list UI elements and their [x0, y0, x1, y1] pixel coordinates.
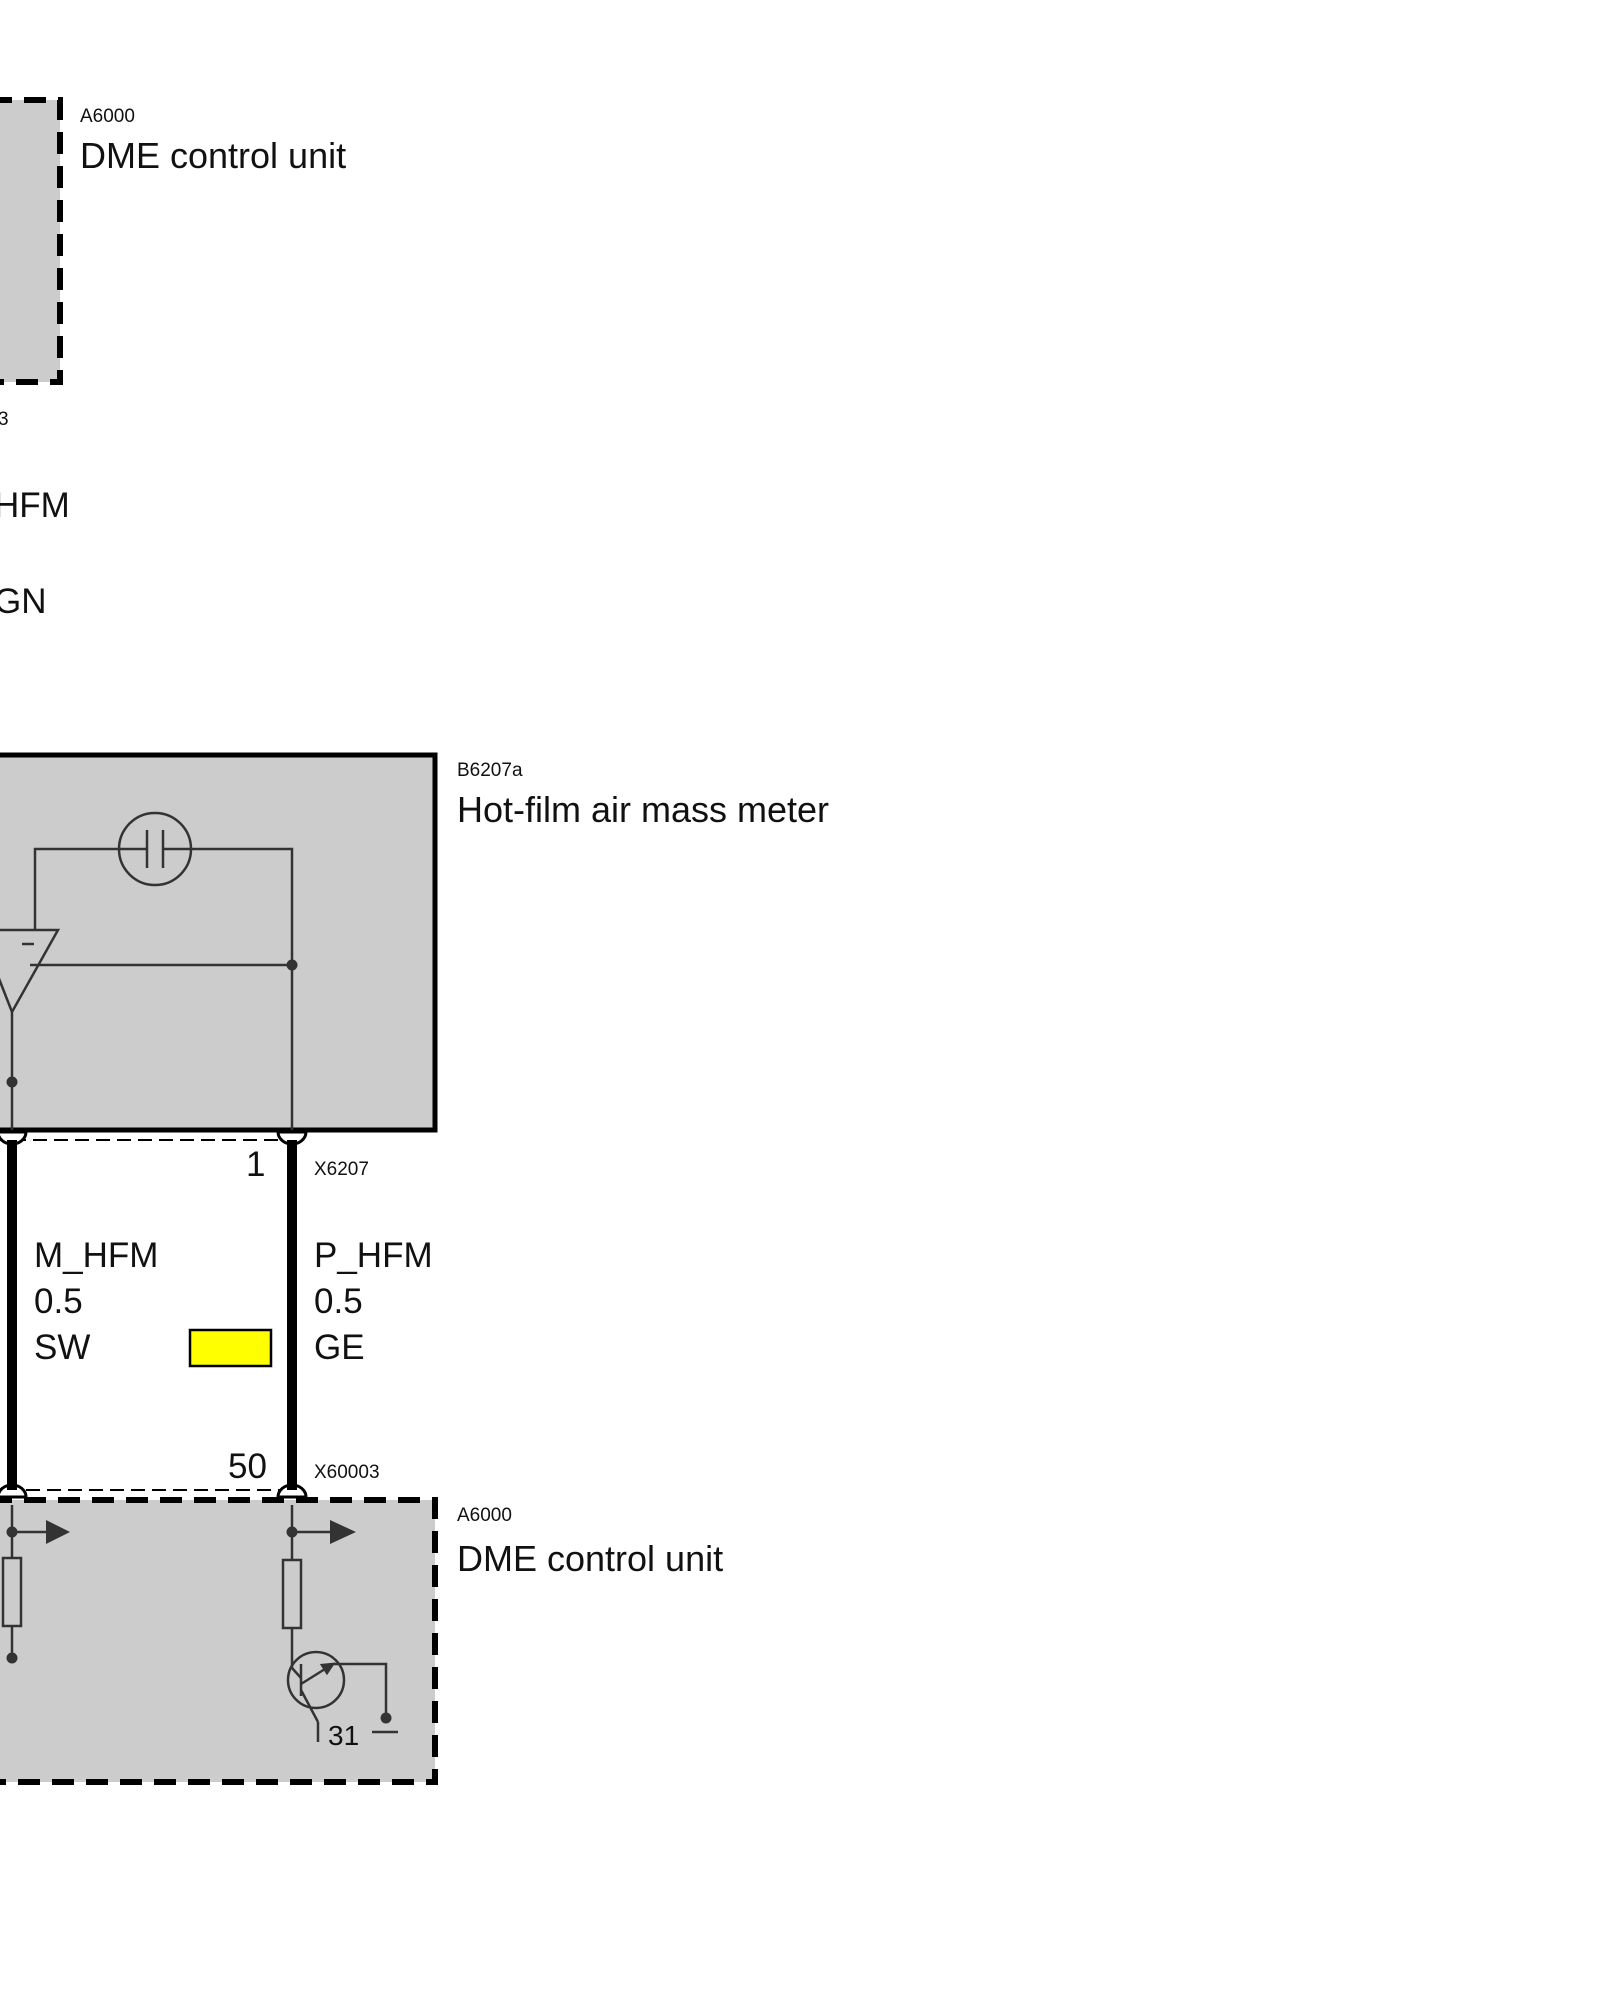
junction-dot	[6, 1652, 18, 1664]
resistor-icon	[281, 1558, 303, 1630]
wire-m-hfm-signal: M_HFM	[34, 1236, 158, 1275]
left-partial-signal: HFM	[0, 486, 70, 525]
junction-dot	[286, 1526, 298, 1538]
signal-arrow-icon	[46, 1520, 70, 1544]
capacitor-icon	[117, 811, 193, 887]
bottom-module-name: DME control unit	[457, 1538, 723, 1579]
hfm-connector-code: X6207	[314, 1159, 369, 1180]
left-partial-color: GN	[0, 582, 47, 621]
junction-dot	[6, 1526, 18, 1538]
wire-p-hfm-cross-section: 0.5	[314, 1282, 363, 1321]
wire-m-hfm-color: SW	[34, 1328, 90, 1367]
hfm-name: Hot-film air mass meter	[457, 789, 829, 830]
bottom-dme-module[interactable]: A6000 DME control unit	[0, 1497, 723, 1785]
top-module-code: A6000	[80, 106, 135, 127]
top-dme-module[interactable]: A6000 DME control unit	[0, 97, 346, 385]
hfm-component[interactable]: B6207a Hot-film air mass meter	[0, 752, 829, 1133]
dme-connector-code: X60003	[314, 1462, 380, 1483]
hfm-code: B6207a	[457, 760, 523, 781]
left-partial-connector-code: 3	[0, 409, 9, 430]
wire-p-hfm-signal: P_HFM	[314, 1236, 433, 1275]
junction-dot	[380, 1712, 392, 1724]
wire-m-hfm-cross-section: 0.5	[34, 1282, 83, 1321]
highlight-marker	[188, 1328, 273, 1368]
hfm-pin-number: 1	[246, 1145, 265, 1184]
hfm-box	[0, 752, 438, 1133]
transistor-icon	[286, 1650, 346, 1723]
top-module-box	[0, 97, 63, 385]
top-module-name: DME control unit	[80, 135, 346, 176]
resistor-icon	[1, 1556, 23, 1628]
right-input-circuit	[290, 1505, 388, 1742]
bottom-module-box	[0, 1497, 438, 1785]
ground-label: 31	[328, 1720, 359, 1751]
dme-pin-number: 50	[228, 1447, 267, 1486]
hfm-internal-circuit	[10, 847, 294, 1130]
junction-dot	[6, 1076, 18, 1088]
junction-dot	[286, 959, 298, 971]
signal-arrow-icon	[330, 1520, 356, 1544]
bottom-module-code: A6000	[457, 1505, 512, 1526]
wire-p-hfm-color: GE	[314, 1328, 365, 1367]
op-amp-icon	[0, 928, 61, 1015]
